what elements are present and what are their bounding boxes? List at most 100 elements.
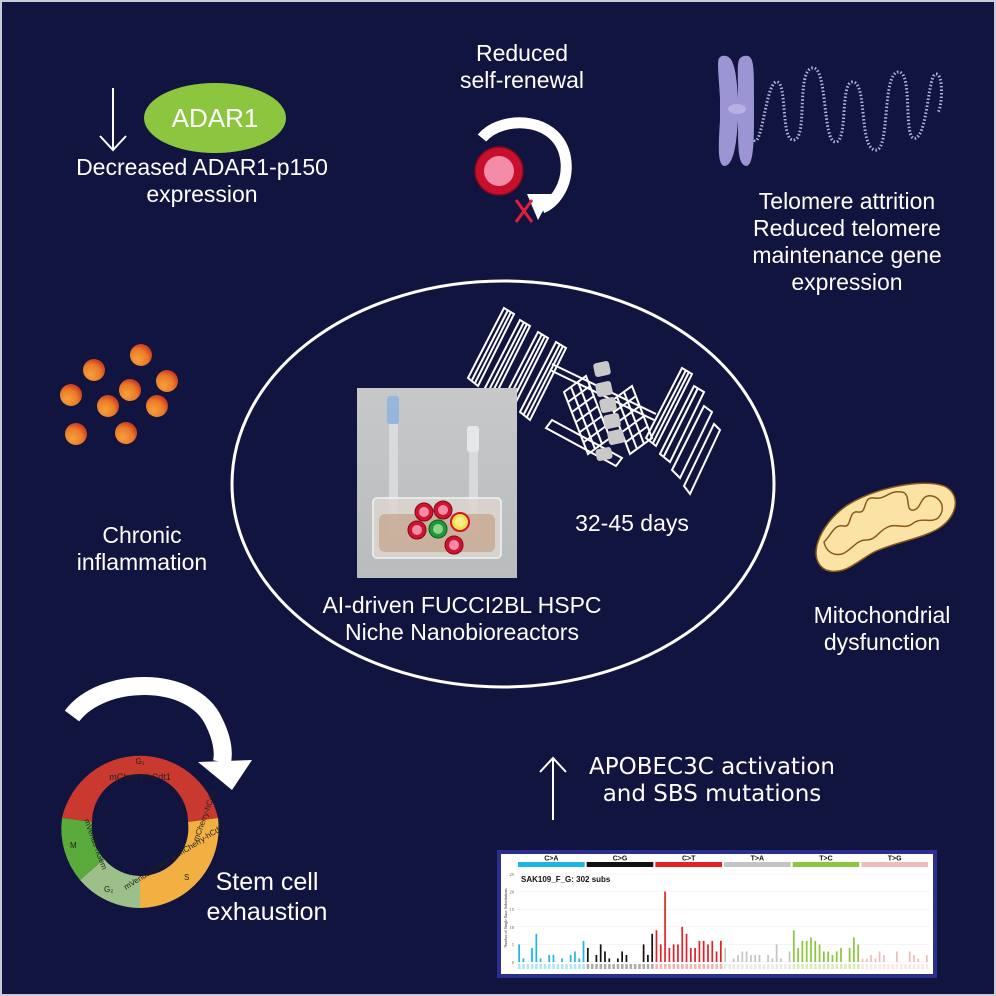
- context-label: [809, 964, 813, 969]
- bar: [848, 947, 851, 962]
- context-label: [693, 964, 697, 969]
- y-tick-label: 0: [512, 960, 515, 965]
- group-label: T>G: [888, 856, 902, 863]
- context-label: [620, 964, 624, 969]
- context-label: [869, 964, 873, 969]
- context-label: [736, 964, 740, 969]
- bar: [767, 954, 769, 962]
- context-label: [560, 964, 564, 969]
- y-tick-label: 10: [510, 925, 515, 930]
- bar: [750, 954, 752, 962]
- bar: [831, 954, 834, 962]
- context-label: [882, 964, 886, 969]
- context-label: [865, 964, 869, 969]
- context-label: [608, 964, 611, 969]
- group-label: C>G: [613, 856, 628, 863]
- context-label: [668, 964, 671, 969]
- bar: [604, 951, 606, 962]
- context-label: [728, 964, 731, 969]
- context-label: [917, 964, 920, 969]
- context-label: [698, 964, 701, 969]
- bar: [539, 958, 542, 962]
- context-label: [689, 964, 693, 969]
- context-label: [522, 964, 525, 969]
- cross-icon: [514, 199, 534, 223]
- context-label: [771, 964, 774, 969]
- station-core: [593, 361, 625, 461]
- bar: [780, 958, 782, 962]
- bar: [857, 944, 860, 962]
- mitochondria-icon: [815, 482, 957, 573]
- context-label: [655, 964, 658, 969]
- context-label: [715, 964, 718, 969]
- context-label: [878, 964, 882, 969]
- context-label: [719, 964, 723, 969]
- apobec-label: APOBEC3C activation and SBS mutations: [589, 754, 835, 808]
- context-label: [758, 964, 761, 969]
- bioreactor-label: AI-driven FUCCI2BL HSPC Niche Nanobiorea…: [322, 592, 602, 646]
- bar: [908, 951, 911, 962]
- context-label: [638, 964, 641, 969]
- cycle-arrow-icon: [64, 677, 232, 764]
- context-label: [921, 964, 924, 969]
- central-oval: [230, 279, 776, 689]
- context-label: [792, 964, 796, 969]
- bar: [715, 951, 718, 962]
- red-segment: [62, 755, 218, 822]
- context-label: [788, 964, 791, 969]
- adar1-badge-label: ADAR1: [171, 102, 259, 133]
- bar: [758, 954, 761, 962]
- context-label: [835, 964, 839, 969]
- bar: [835, 951, 838, 962]
- bar: [655, 930, 658, 962]
- bar: [689, 947, 692, 962]
- context-label: [899, 964, 903, 969]
- context-label: [681, 964, 684, 969]
- m-label: M: [70, 841, 77, 850]
- context-label: [822, 964, 826, 969]
- bar: [840, 947, 842, 962]
- bar: [719, 940, 722, 962]
- bar: [822, 951, 825, 962]
- bar: [664, 891, 666, 962]
- context-label: [586, 964, 590, 969]
- context-label: [672, 964, 676, 969]
- y-tick-label: 20: [510, 890, 515, 895]
- context-label: [745, 964, 749, 969]
- context-label: [908, 964, 912, 969]
- group-label: T>A: [751, 856, 764, 863]
- bar: [561, 958, 563, 962]
- bar: [582, 940, 585, 962]
- bar: [535, 933, 538, 962]
- chromosome-icon: [718, 55, 943, 166]
- context-label: [676, 964, 680, 969]
- group-header-bar: [586, 862, 654, 867]
- adar1-badge: ADAR1: [144, 83, 286, 153]
- bar: [805, 940, 808, 962]
- context-label: [616, 964, 620, 969]
- bar: [685, 933, 688, 962]
- bar: [865, 958, 868, 962]
- green-segment: [61, 818, 104, 880]
- bar: [771, 958, 774, 962]
- context-label: [539, 964, 543, 969]
- context-label: [517, 964, 521, 969]
- context-label: [925, 964, 929, 969]
- fucci-cells: [407, 500, 470, 555]
- group-header-bar: [861, 862, 928, 867]
- bar: [925, 954, 928, 962]
- bar: [754, 954, 757, 962]
- context-label: [831, 964, 834, 969]
- inflammation-icon: [60, 344, 178, 445]
- context-label: [629, 964, 633, 969]
- bar: [707, 944, 709, 962]
- bar: [741, 951, 744, 962]
- bar: [548, 954, 551, 962]
- group-label: T>C: [819, 856, 832, 863]
- bar: [732, 958, 735, 962]
- bar: [853, 937, 855, 962]
- context-label: [535, 964, 538, 969]
- context-label: [779, 964, 783, 969]
- chart-title: SAK109_F_G: 302 subs: [521, 875, 611, 884]
